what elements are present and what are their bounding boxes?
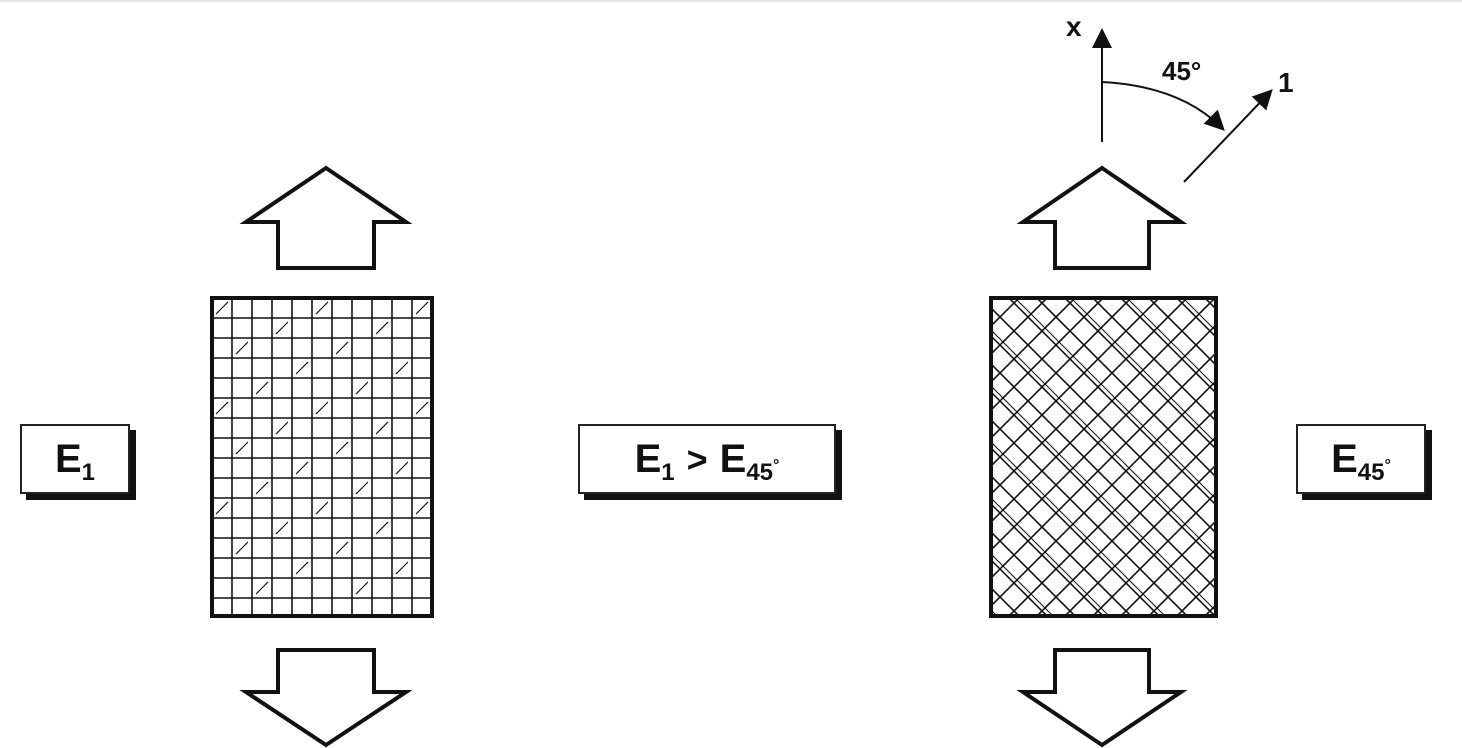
comparison-right-sub: 45: [746, 459, 774, 486]
interlace-mark: [415, 501, 429, 515]
bias-yarn-neg: [1064, 463, 1216, 616]
interlace-mark: [295, 561, 309, 575]
bias-yarn-neg: [1092, 491, 1216, 616]
bias-yarn-pos: [991, 530, 1076, 616]
interlace-mark: [255, 381, 269, 395]
comparison-left-main: E: [634, 437, 662, 481]
interlace-mark: [235, 441, 249, 455]
interlace-mark: [235, 341, 249, 355]
bias-yarn-edge: [991, 329, 1216, 556]
comparison-operator: >: [686, 439, 708, 480]
label-e45: E 45 °: [1296, 424, 1426, 494]
bias-yarn-neg: [991, 298, 1132, 440]
bias-yarn-pos: [1120, 298, 1216, 395]
fiber-axis-line: [1183, 89, 1273, 183]
bias-yarn-neg: [991, 298, 1104, 412]
label-e1: E 1: [20, 424, 130, 494]
interlace-mark: [355, 581, 369, 595]
label-e45-sub: 45: [1357, 459, 1385, 486]
tension-arrow-down-left: [239, 648, 413, 748]
interlace-mark: [275, 521, 289, 535]
bias-yarn-neg: [991, 298, 1076, 384]
bias-yarn-edge: [1014, 298, 1216, 500]
interlace-mark: [395, 561, 409, 575]
interlace-mark: [415, 401, 429, 415]
interlace-mark: [315, 501, 329, 515]
bias-yarn-edge: [991, 497, 1110, 616]
bias-yarn-neg: [1008, 407, 1216, 616]
bias-yarn-neg: [1429, 298, 1462, 616]
bias-yarn-edge: [1126, 298, 1216, 388]
interlace-mark: [215, 401, 229, 415]
specimen-right-outline: [989, 296, 1218, 618]
interlace-mark: [315, 301, 329, 315]
bias-yarn-neg: [1036, 435, 1216, 616]
label-e45-main: E: [1331, 437, 1358, 481]
interlace-mark: [395, 361, 409, 375]
top-border: [0, 0, 1462, 2]
bias-yarn-neg: [991, 379, 1216, 608]
interlace-mark: [335, 341, 349, 355]
comparison-left-sub: 1: [661, 459, 675, 486]
bias-yarn-neg: [991, 351, 1216, 580]
woven-fabric-0-90: [212, 298, 432, 616]
bias-yarn-neg: [1148, 547, 1216, 616]
bias-yarn-pos: [991, 502, 1104, 616]
interlace-mark: [215, 301, 229, 315]
bias-yarn-edge: [1070, 298, 1216, 444]
interlace-mark: [215, 501, 229, 515]
bias-yarn-neg: [991, 298, 1188, 496]
interlace-mark: [235, 541, 249, 555]
interlace-mark: [355, 481, 369, 495]
angle-arc: [1101, 81, 1225, 131]
interlace-mark: [255, 481, 269, 495]
interlace-mark: [275, 421, 289, 435]
bias-yarn-pos: [1457, 298, 1462, 616]
bias-yarn-neg: [991, 298, 1216, 524]
interlace-mark: [375, 521, 389, 535]
label-e1-main: E: [54, 437, 82, 481]
interlace-mark: [295, 361, 309, 375]
interlace-mark: [355, 381, 369, 395]
bias-yarn-neg: [991, 298, 1160, 468]
bias-yarn-neg: [991, 298, 1048, 356]
bias-yarn-neg: [1457, 298, 1462, 616]
bias-yarn-pos: [991, 558, 1048, 616]
bias-yarn-neg: [1120, 519, 1216, 616]
angle-label: 45°: [1162, 56, 1201, 86]
interlace-mark: [335, 541, 349, 555]
label-comparison: E 1 > E 45 °: [578, 424, 836, 494]
comparison-right-main: E: [719, 437, 747, 481]
bias-yarn-pos: [1148, 298, 1216, 367]
interlace-mark: [415, 301, 429, 315]
label-e1-sub: 1: [81, 459, 96, 486]
bias-yarn-neg: [991, 323, 1216, 552]
bias-yarn-edge: [991, 553, 1054, 616]
interlace-mark: [275, 321, 289, 335]
comparison-right-deg: °: [773, 457, 780, 474]
bias-yarn-pos: [1064, 298, 1216, 451]
interlace-mark: [395, 461, 409, 475]
tension-arrow-up-right: [1016, 165, 1188, 270]
x-axis-label: x: [1066, 11, 1082, 42]
interlace-mark: [375, 321, 389, 335]
interlace-mark: [255, 581, 269, 595]
bias-yarn-edge: [991, 441, 1166, 616]
label-e45-deg: °: [1384, 457, 1391, 474]
bias-yarn-pos: [1429, 298, 1462, 616]
interlace-mark: [335, 441, 349, 455]
tension-arrow-up-left: [239, 165, 413, 270]
interlace-mark: [375, 421, 389, 435]
interlace-mark: [295, 461, 309, 475]
specimen-left-outline: [210, 296, 434, 618]
woven-fabric-45: [991, 298, 1462, 616]
tension-arrow-down-right: [1016, 648, 1188, 748]
bias-yarn-pos: [1092, 298, 1216, 423]
bias-yarn-pos: [991, 474, 1132, 616]
interlace-mark: [315, 401, 329, 415]
bias-yarn-edge: [991, 385, 1216, 612]
fiber-axis-label: 1: [1278, 67, 1294, 98]
